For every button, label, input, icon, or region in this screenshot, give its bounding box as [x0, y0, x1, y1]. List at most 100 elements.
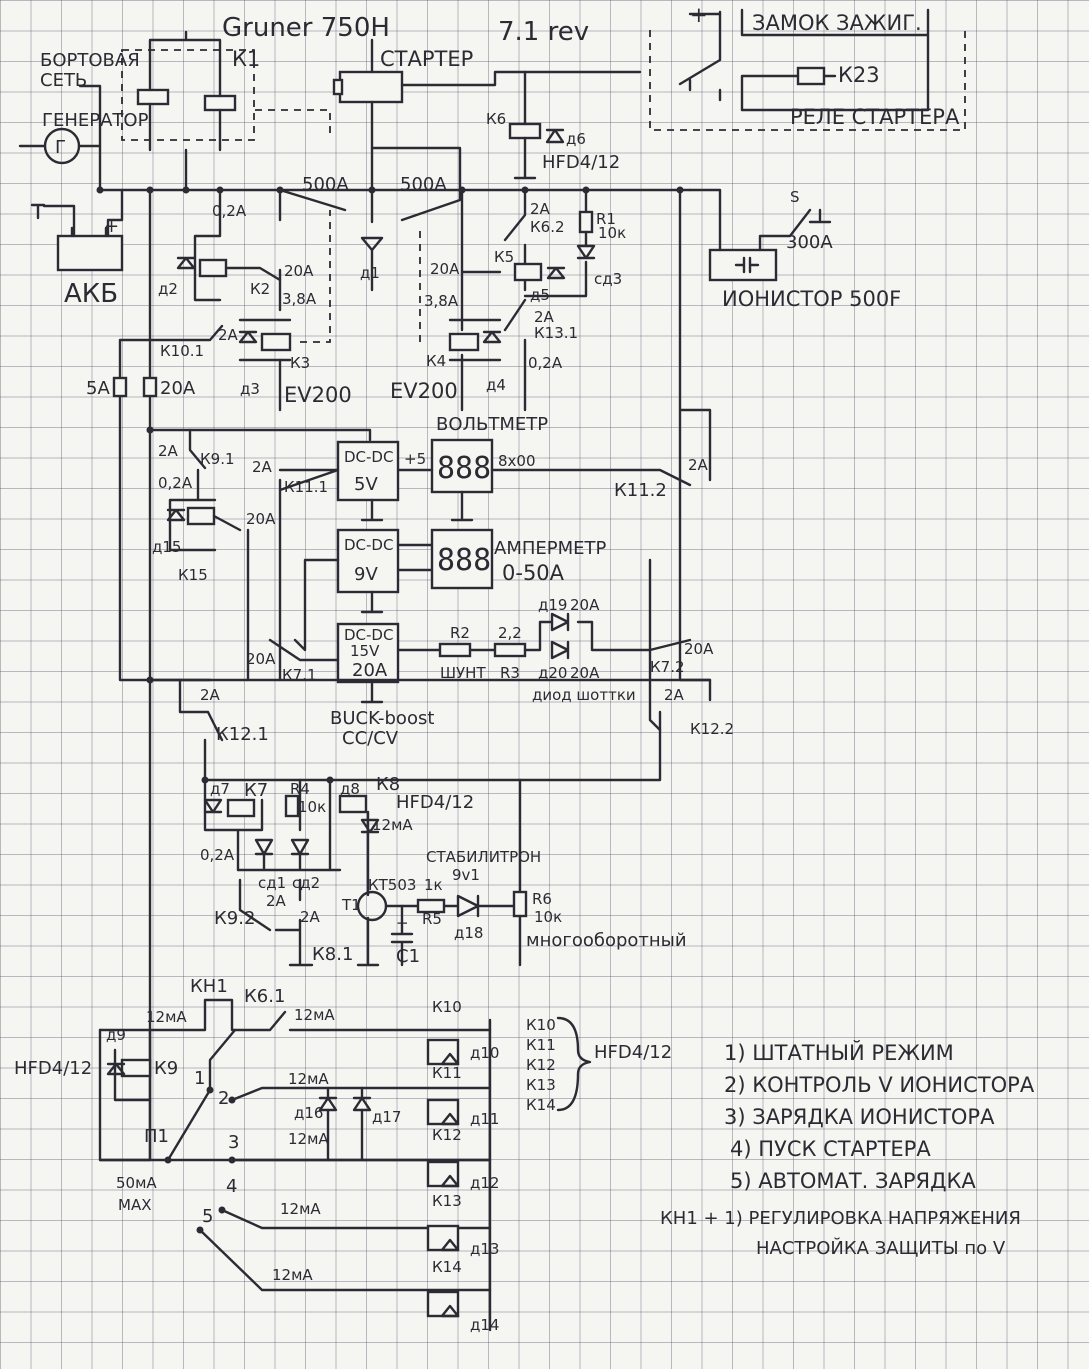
d16-d17-wires	[326, 1086, 364, 1162]
hfd-group-label: HFD4/12	[594, 1042, 672, 1063]
d15-label: д15	[152, 538, 181, 556]
voltmeter-spec: 8х00	[498, 452, 536, 470]
i02a-k13: 0,2А	[528, 354, 563, 372]
i500a-2: 500А	[400, 174, 447, 195]
k72-label: К7.2	[650, 658, 685, 676]
dcdc5-label-1: DC-DC	[344, 448, 393, 466]
starter-terminal	[332, 78, 344, 96]
k5-coil	[513, 262, 543, 282]
k92-label: К9.2	[214, 908, 255, 929]
fuse-20a	[142, 376, 158, 398]
max-label: MAX	[118, 1196, 151, 1214]
ignition-box	[740, 8, 930, 112]
zener-value: 9v1	[452, 866, 480, 884]
dcdc9-label-1: DC-DC	[344, 536, 393, 554]
starter-body	[338, 70, 404, 104]
k10-label: К10	[432, 998, 462, 1016]
dcdc-9v-wires	[293, 543, 434, 652]
r1-resistor	[578, 210, 594, 234]
voltmeter-wires	[396, 468, 692, 522]
k10-coil	[426, 1038, 460, 1066]
group-k11: К11	[526, 1036, 556, 1054]
i20a-k15: 20А	[246, 510, 276, 528]
i20a-k72: 20А	[684, 640, 714, 658]
plus-label: +	[690, 3, 708, 27]
dcdc-15v-box	[336, 622, 400, 684]
kn1-label: КН1	[190, 976, 228, 997]
k7-label: К7	[244, 780, 268, 801]
d7-label: д7	[210, 780, 230, 798]
k61-label: К6.1	[244, 986, 285, 1007]
group-k10: К10	[526, 1016, 556, 1034]
c1-capacitor	[390, 904, 414, 967]
schottky-label: диод шоттки	[532, 686, 636, 704]
i2a-k3: 2А	[218, 326, 239, 344]
r1-label: R1	[596, 210, 616, 228]
pos2-label: 2	[218, 1088, 229, 1109]
i2a-k131: 2А	[534, 308, 555, 326]
d2-diode	[176, 256, 196, 270]
ignition-label: ЗАМОК ЗАЖИГ.	[752, 11, 922, 35]
i12ma-4: 12мА	[280, 1200, 321, 1218]
k1-label: К1	[232, 47, 260, 71]
d15-diode	[166, 508, 186, 522]
battery-box	[56, 234, 124, 272]
k1-wires	[148, 58, 222, 192]
ammeter-label: АМПЕРМЕТР	[494, 538, 607, 559]
battery-plus: +	[104, 216, 119, 237]
i2a-k81: 2А	[300, 908, 321, 926]
r6-resistor	[512, 890, 528, 918]
voltmeter-label: ВОЛЬТМЕТР	[436, 414, 548, 435]
i2a-k112: 2А	[688, 456, 709, 474]
d3-label: д3	[240, 380, 260, 398]
dcdc15-label-3: 20А	[352, 660, 388, 681]
ionistor-wires	[688, 188, 832, 252]
r3-value: 2,2	[498, 624, 522, 642]
i20a-k5: 20А	[430, 260, 460, 278]
cd3-label: сд3	[594, 270, 622, 288]
r5-label: R5	[422, 910, 442, 928]
k15-coil	[186, 506, 216, 526]
starter-wires	[370, 38, 642, 192]
d5-label: д5	[530, 286, 550, 304]
d10-d14-diodes	[440, 1052, 460, 1318]
d19-diode	[550, 612, 570, 632]
legend-5: 5) АВТОМАТ. ЗАРЯДКА	[730, 1169, 976, 1193]
i38a-k4: 3,8А	[424, 292, 459, 310]
k1-coil-1	[136, 88, 170, 106]
t1-wires	[356, 868, 420, 967]
r2-shunt	[438, 642, 472, 658]
k15-contact	[212, 514, 250, 682]
k2-frame	[193, 188, 222, 302]
relay-group-brace	[556, 1016, 592, 1112]
d4-label: д4	[486, 376, 506, 394]
dcdc5-label-2: 5V	[354, 474, 378, 495]
k1-enclosure	[121, 49, 255, 141]
d19-label: д19	[538, 596, 567, 614]
c1-label: С1	[396, 946, 420, 967]
legend-4: 4) ПУСК СТАРТЕРА	[730, 1137, 931, 1161]
generator-symbol-label: Г	[55, 137, 66, 158]
d11-label: д11	[470, 1110, 499, 1128]
k6-wires	[513, 70, 537, 180]
ammeter-box	[430, 528, 494, 590]
legend-7: НАСТРОЙКА ЗАЩИТЫ по V	[756, 1237, 1006, 1259]
generator-label: ГЕНЕРАТОР	[42, 110, 149, 131]
ev200-1-label: EV200	[284, 383, 352, 407]
i500a-1: 500А	[302, 174, 349, 195]
d9-label: д9	[106, 1026, 126, 1044]
k131-label: К13.1	[534, 324, 578, 342]
i12ma-k10: 12мА	[294, 1006, 335, 1024]
k81-label: К8.1	[312, 944, 353, 965]
k13-label: К13	[432, 1192, 462, 1210]
k3-dash-link	[300, 210, 331, 343]
k9-frame	[98, 1028, 152, 1162]
ev200-2-label: EV200	[390, 379, 458, 403]
k11-coil	[426, 1098, 460, 1126]
plus5-label: +5	[404, 450, 426, 468]
i02a-k15: 0,2А	[158, 474, 193, 492]
ionistor-symbol	[734, 256, 760, 274]
transistor-label: КТ503	[368, 876, 416, 894]
legend-1: 1) ШТАТНЫЙ РЕЖИМ	[724, 1040, 954, 1065]
